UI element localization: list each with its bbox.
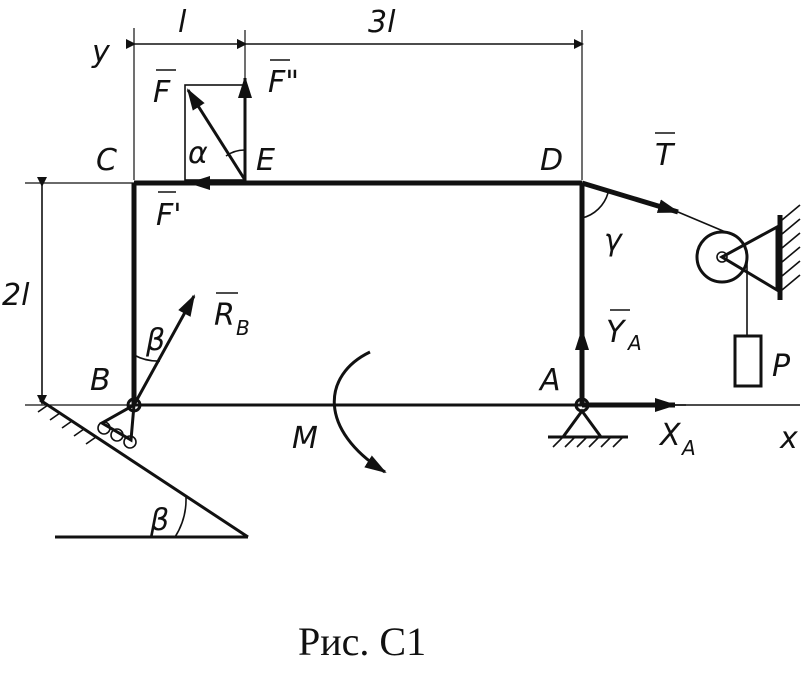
label-angle-alpha: α — [188, 136, 208, 171]
dimension-left — [25, 177, 134, 406]
svg-text:X: X — [658, 418, 682, 453]
label-moment-m: M — [292, 421, 318, 456]
svg-text:A: A — [680, 436, 696, 460]
svg-text:R: R — [214, 298, 235, 333]
vector-overbars — [156, 59, 686, 406]
label-dim-l: l — [178, 5, 187, 40]
label-point-b: B — [90, 363, 111, 398]
label-reaction-xa: X A — [658, 418, 696, 460]
label-x-axis: x — [779, 421, 798, 456]
reaction-rb — [132, 294, 196, 406]
label-force-f-prime: F' — [156, 198, 182, 233]
force-triangle — [184, 76, 252, 190]
frame — [131, 180, 585, 407]
label-tension-t: T — [655, 138, 676, 173]
label-dim-2l: 2l — [2, 278, 30, 313]
label-point-a: A — [538, 363, 561, 398]
pulley — [695, 204, 801, 388]
label-angle-beta-b: β — [145, 323, 165, 358]
svg-text:A: A — [626, 331, 642, 355]
label-load-p: P — [772, 349, 791, 384]
figure-caption: Рис. С1 — [298, 619, 426, 664]
support-b — [37, 397, 249, 539]
label-reaction-ya: Y A — [606, 315, 642, 355]
label-point-c: C — [96, 143, 117, 178]
label-angle-gamma: γ — [604, 223, 624, 258]
label-force-f-double-prime: F" — [268, 65, 299, 100]
label-reaction-rb: R B — [214, 298, 250, 340]
svg-text:B: B — [236, 316, 250, 340]
support-a — [548, 397, 628, 448]
svg-text:Y: Y — [606, 315, 627, 350]
label-y-axis: y — [91, 35, 111, 70]
label-force-f: F — [153, 75, 171, 110]
label-point-e: E — [256, 143, 275, 178]
label-point-d: D — [540, 143, 563, 178]
label-angle-beta-slope: β — [149, 503, 169, 538]
label-dim-3l: 3l — [368, 5, 396, 40]
dimension-top — [126, 28, 584, 180]
moment-m — [332, 350, 387, 474]
